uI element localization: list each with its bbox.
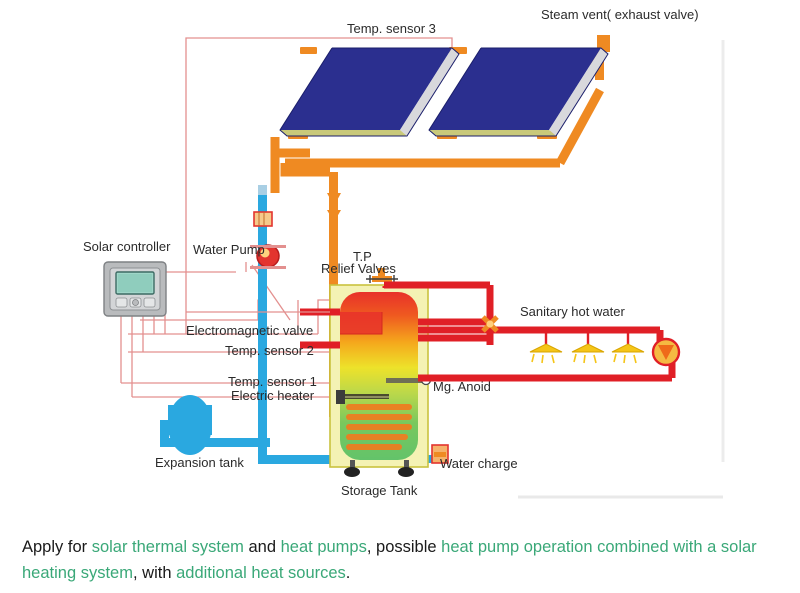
label-storage-tank: Storage Tank <box>341 483 418 498</box>
water-pump[interactable] <box>250 244 286 269</box>
storage-tank <box>329 284 432 477</box>
label-temp-sensor-1: Temp. sensor 1 <box>228 374 317 389</box>
thermostatic-mixing-valve[interactable] <box>481 315 499 333</box>
solar-controller[interactable] <box>103 261 167 317</box>
label-solar-controller: Solar controller <box>83 239 171 254</box>
tap-3 <box>611 330 645 364</box>
label-expansion-tank: Expansion tank <box>155 455 244 470</box>
label-water-pump: Water Pump <box>193 242 265 257</box>
sanitary-thin-lines <box>186 300 330 330</box>
label-sanitary-hot-water: Sanitary hot water <box>520 304 625 319</box>
label-electromagnetic-valve: Electromagnetic valve <box>186 323 314 338</box>
flow-arrow-down <box>327 193 341 222</box>
tp-relief-valve <box>366 268 398 283</box>
faint-frame <box>518 40 725 499</box>
heat-exchanger-coil <box>346 404 412 450</box>
electric-heater <box>336 390 389 404</box>
solar-hot-loop-pipe <box>270 87 604 193</box>
caption-segment-4: , possible <box>366 538 442 556</box>
label-steam-vent: Steam vent( exhaust valve) <box>541 7 699 22</box>
tap-1 <box>529 330 563 364</box>
caption-segment-6: , with <box>132 564 177 582</box>
label-temp-sensor-3: Temp. sensor 3 <box>347 21 436 36</box>
caption-segment-7: additional heat sources <box>176 564 346 582</box>
caption-segment-8: . <box>345 564 351 582</box>
label-tp: T.P <box>353 249 372 264</box>
caption-segment-0: Apply for <box>22 538 92 556</box>
controller-buttons[interactable] <box>115 297 156 308</box>
recirculation-pump[interactable] <box>651 337 681 367</box>
caption-segment-3: heat pumps <box>280 538 367 556</box>
water-charge-valve[interactable] <box>431 444 449 464</box>
label-water-charge: Water charge <box>440 456 518 471</box>
label-temp-sensor-2: Temp. sensor 2 <box>225 343 314 358</box>
caption-text: Apply for solar thermal system and heat … <box>0 520 800 593</box>
solar-collector-2 <box>428 47 609 137</box>
caption-segment-5: heat pump operation combined with a sola… <box>22 538 757 582</box>
label-electric-heater: Electric heater <box>231 388 315 403</box>
sanitary-taps <box>529 330 645 364</box>
tank-feet <box>344 460 414 477</box>
label-mg-anoid: Mg. Anoid <box>433 379 491 394</box>
solar-system-diagram <box>103 35 725 499</box>
caption-segment-2: and <box>243 538 281 556</box>
expansion-tank <box>168 395 212 455</box>
label-relief-valves: Relief Valves <box>321 261 396 276</box>
caption-segment-1: solar thermal system <box>91 538 244 556</box>
tap-2 <box>571 330 605 364</box>
electromagnetic-valve[interactable] <box>253 211 273 227</box>
solar-collector-1 <box>279 47 460 137</box>
